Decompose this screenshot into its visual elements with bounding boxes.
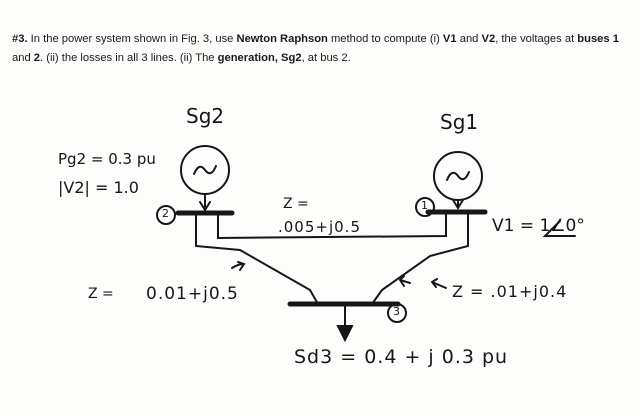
z23-prefix-label: Z =: [88, 286, 114, 302]
question-bold: buses 1: [577, 33, 619, 45]
line-2-1: [217, 211, 447, 240]
generator-1-arrow: [452, 199, 464, 210]
bus-1-tag: 1: [421, 199, 428, 212]
generator-2-label: Sg2: [186, 104, 225, 128]
v2-label: |V2| = 1.0: [58, 178, 139, 197]
load-3-arrow: [336, 325, 354, 343]
bus-3-tag: 3: [393, 305, 400, 318]
question-part: . (ii) the losses in all 3 lines. (ii) T…: [40, 52, 218, 64]
question-bold: Newton: [236, 33, 277, 45]
question-bold: Raphson: [280, 33, 328, 45]
question-part: method to compute (i): [327, 33, 443, 45]
load-3-label: Sd3 = 0.4 + j 0.3 pu: [294, 346, 509, 368]
question-bold: generation, Sg2: [217, 52, 302, 64]
line-2-3-arrow: [231, 261, 246, 271]
question-bold: 2: [33, 52, 41, 64]
question-part: , the voltages at: [495, 33, 578, 45]
z12-prefix-label: Z =: [283, 196, 309, 212]
bus-3-tag-circle: [387, 303, 407, 323]
line-1-3: [371, 211, 469, 305]
question-bold: V1: [442, 33, 457, 45]
generator-2-sine: [193, 165, 217, 175]
line-1-3-arrow: [399, 275, 411, 287]
generator-1-sine: [446, 171, 470, 181]
generator-1-label: Sg1: [440, 110, 479, 134]
question-part: , at bus 2.: [301, 52, 351, 64]
v1-label: V1 = 1∠0°: [492, 216, 585, 236]
question-bold: V2: [481, 33, 496, 45]
z23-value-label: 0.01+j0.5: [146, 284, 239, 304]
bus-2-tag-circle: [156, 205, 176, 225]
question-part: In the power system shown in Fig. 3, use: [27, 33, 237, 45]
bus-1-tag-circle: [415, 197, 435, 217]
question-text: #3. In the power system shown in Fig. 3,…: [12, 30, 630, 68]
z13-arrow: [431, 278, 447, 289]
z12-value-label: .005+j0.5: [278, 218, 361, 236]
pg2-label: Pg2 = 0.3 pu: [58, 150, 156, 168]
bus-2-tag: 2: [162, 207, 169, 220]
generator-2-arrow: [199, 201, 211, 212]
question-part: and: [12, 52, 34, 64]
v1-angle-mark: [542, 220, 576, 237]
z13-value-label: Z = .01+j0.4: [452, 282, 568, 301]
line-2-3: [195, 212, 319, 305]
question-number: #3.: [12, 33, 28, 45]
question-part: and: [456, 33, 482, 45]
